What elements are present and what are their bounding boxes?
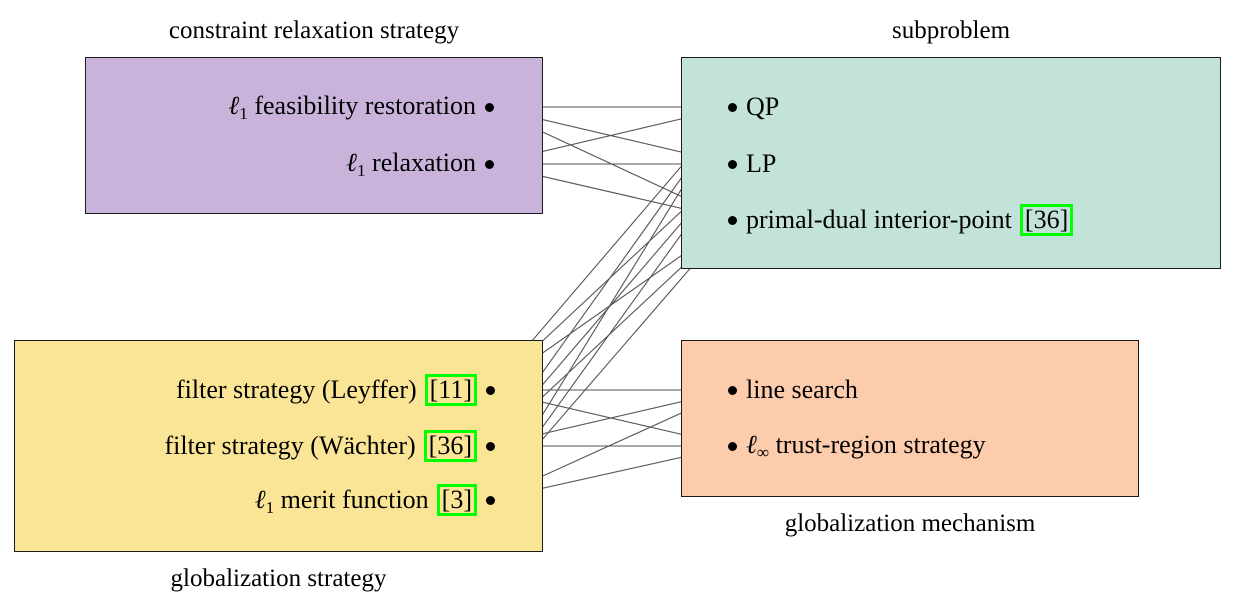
ell-symbol: ℓ (228, 90, 240, 120)
citation-badge-l1-merit-function[interactable]: [3] (436, 484, 477, 516)
ell-subscript: 1 (265, 497, 275, 517)
citation-badge-filter-strategy-wachter[interactable]: [36] (423, 430, 477, 462)
item-text: filter strategy (Leyffer) (176, 375, 417, 404)
item-text: relaxation (365, 147, 476, 177)
node-bullet-l1-merit-function[interactable] (486, 495, 495, 505)
item-text: merit function (274, 485, 429, 514)
list-item-primal-dual-interior-point[interactable]: primal-dual interior-point[36] (728, 204, 1074, 236)
group-label-globalization-mechanism: globalization mechanism (784, 510, 1036, 537)
group-box-constraint-relaxation-strategy (85, 57, 543, 214)
group-box-globalization-mechanism (681, 340, 1139, 497)
item-text: feasibility restoration (247, 90, 476, 120)
item-label-l1-relaxation: ℓ1 relaxation (346, 147, 476, 180)
item-text: trust-region strategy (769, 429, 986, 459)
node-bullet-lp[interactable] (728, 159, 737, 169)
item-label-lp: LP (746, 151, 776, 177)
ell-symbol: ℓ (254, 485, 266, 514)
group-label-subproblem: subproblem (891, 17, 1011, 44)
node-bullet-l1-relaxation[interactable] (485, 159, 494, 169)
item-text: primal-dual interior-point (746, 205, 1012, 234)
list-item-filter-strategy-wachter[interactable]: filter strategy (Wächter)[36] (0, 430, 495, 462)
item-label-primal-dual-interior-point: primal-dual interior-point[36] (746, 204, 1074, 236)
ell-subscript: 1 (239, 103, 248, 123)
citation-badge-primal-dual-interior-point[interactable]: [36] (1019, 204, 1074, 236)
item-label-filter-strategy-leyffer: filter strategy (Leyffer)[11] (176, 374, 477, 406)
item-label-qp: QP (746, 94, 779, 120)
list-item-linf-trust-region-strategy[interactable]: ℓ∞ trust-region strategy (728, 431, 986, 461)
list-item-l1-merit-function[interactable]: ℓ1 merit function[3] (0, 484, 495, 516)
node-bullet-l1-feasibility-restoration[interactable] (485, 102, 494, 112)
node-bullet-primal-dual-interior-point[interactable] (728, 215, 737, 225)
item-text: filter strategy (Wächter) (164, 431, 416, 460)
ell-symbol: ℓ (746, 429, 757, 459)
list-item-lp[interactable]: LP (728, 149, 776, 179)
node-bullet-line-search[interactable] (728, 385, 737, 395)
ell-subscript: ∞ (756, 442, 770, 462)
node-bullet-qp[interactable] (728, 102, 737, 112)
ell-symbol: ℓ (346, 147, 357, 177)
item-label-filter-strategy-wachter: filter strategy (Wächter)[36] (164, 430, 477, 462)
item-label-linf-trust-region-strategy: ℓ∞ trust-region strategy (746, 429, 986, 462)
list-item-l1-feasibility-restoration[interactable]: ℓ1 feasibility restoration (0, 92, 494, 122)
item-text: LP (746, 149, 777, 178)
node-bullet-filter-strategy-wachter[interactable] (486, 441, 495, 451)
list-item-line-search[interactable]: line search (728, 375, 858, 405)
group-label-constraint-relaxation-strategy: constraint relaxation strategy (168, 17, 460, 44)
item-label-line-search: line search (746, 377, 858, 403)
item-text: line search (746, 375, 858, 404)
item-text: QP (746, 92, 780, 121)
citation-badge-filter-strategy-leyffer[interactable]: [11] (424, 374, 477, 406)
node-bullet-linf-trust-region-strategy[interactable] (728, 441, 737, 451)
list-item-l1-relaxation[interactable]: ℓ1 relaxation (0, 149, 494, 179)
list-item-filter-strategy-leyffer[interactable]: filter strategy (Leyffer)[11] (0, 374, 495, 406)
item-label-l1-feasibility-restoration: ℓ1 feasibility restoration (228, 90, 476, 123)
list-item-qp[interactable]: QP (728, 92, 779, 122)
node-bullet-filter-strategy-leyffer[interactable] (486, 385, 495, 395)
group-label-globalization-strategy: globalization strategy (170, 565, 387, 592)
group-box-subproblem (681, 57, 1221, 269)
item-label-l1-merit-function: ℓ1 merit function[3] (255, 484, 477, 516)
ell-subscript: 1 (356, 160, 366, 180)
